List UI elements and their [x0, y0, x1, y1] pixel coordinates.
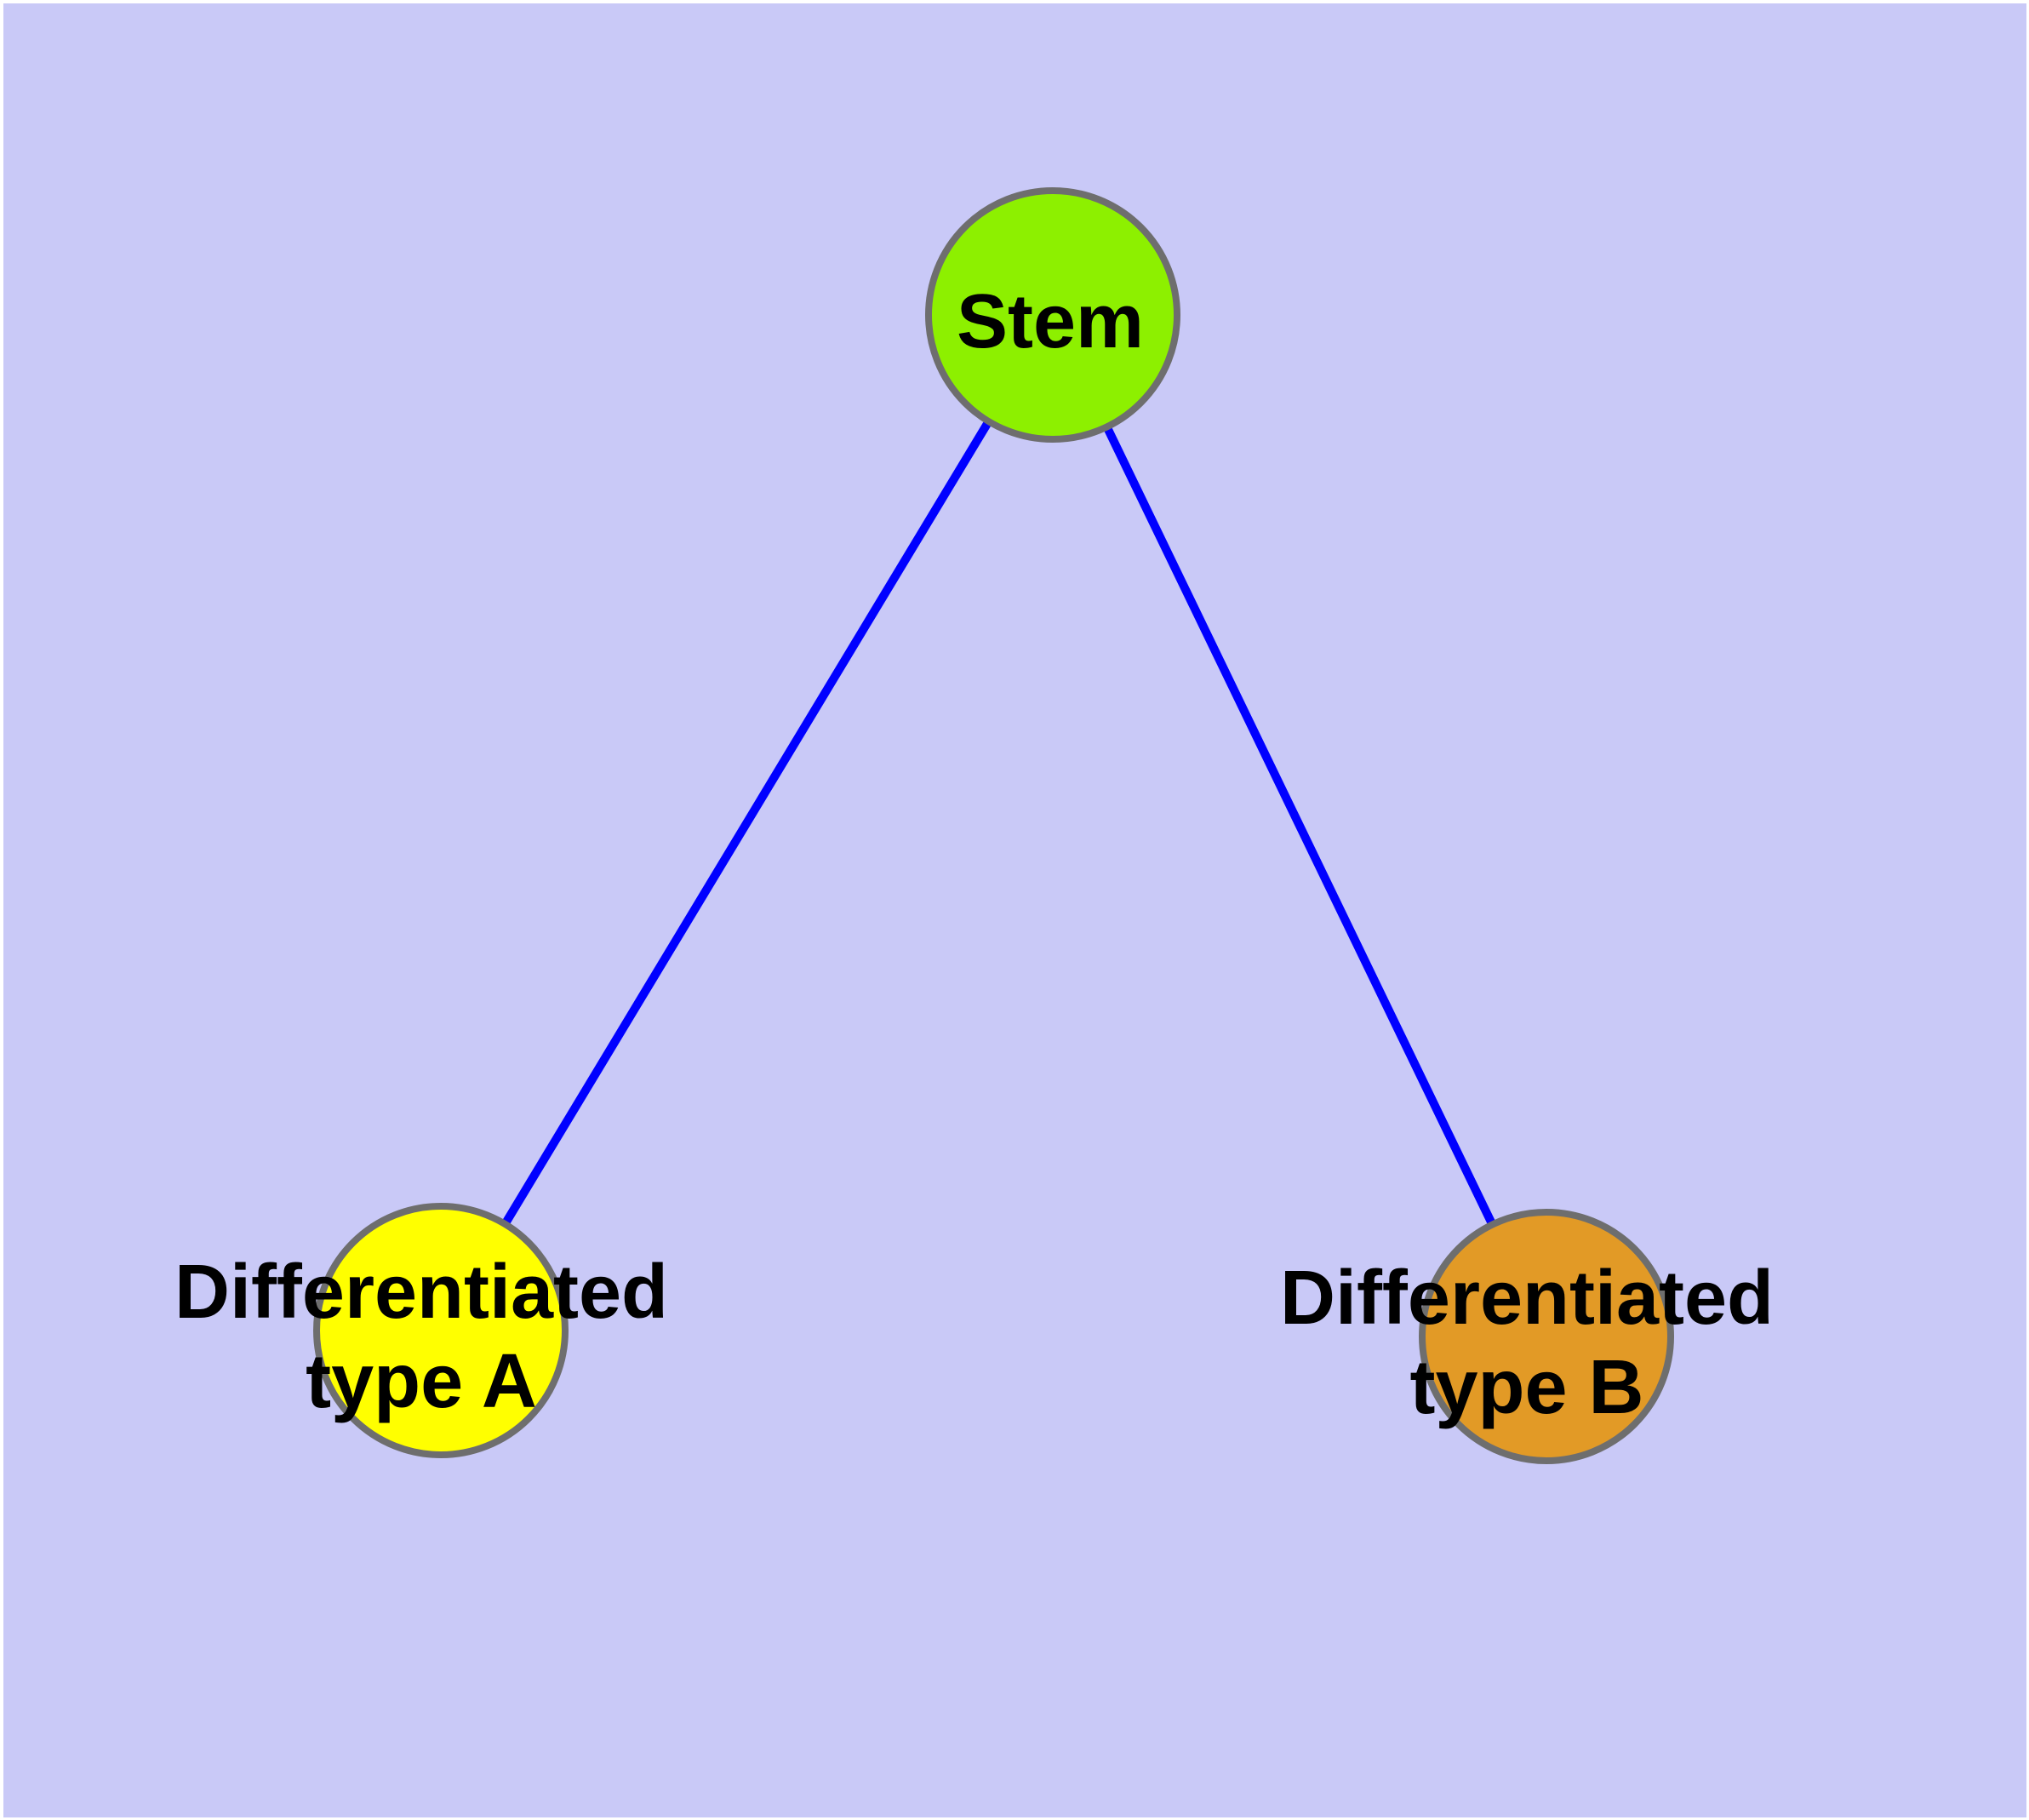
edge-stem-to-type-a [437, 312, 1057, 1333]
type-b-label-line2: type B [1409, 1345, 1643, 1430]
stem-node-label: Stem [957, 279, 1144, 364]
edge-stem-to-type-b [1049, 312, 1551, 1339]
type-b-label-line1: Differentiated [1280, 1256, 1774, 1341]
differentiated-type-a-node [313, 1203, 569, 1458]
differentiated-type-b-node [1419, 1209, 1674, 1464]
type-a-label-line2: type A [306, 1339, 537, 1424]
stem-node [925, 187, 1180, 443]
type-a-label-line1: Differentiated [174, 1250, 668, 1335]
